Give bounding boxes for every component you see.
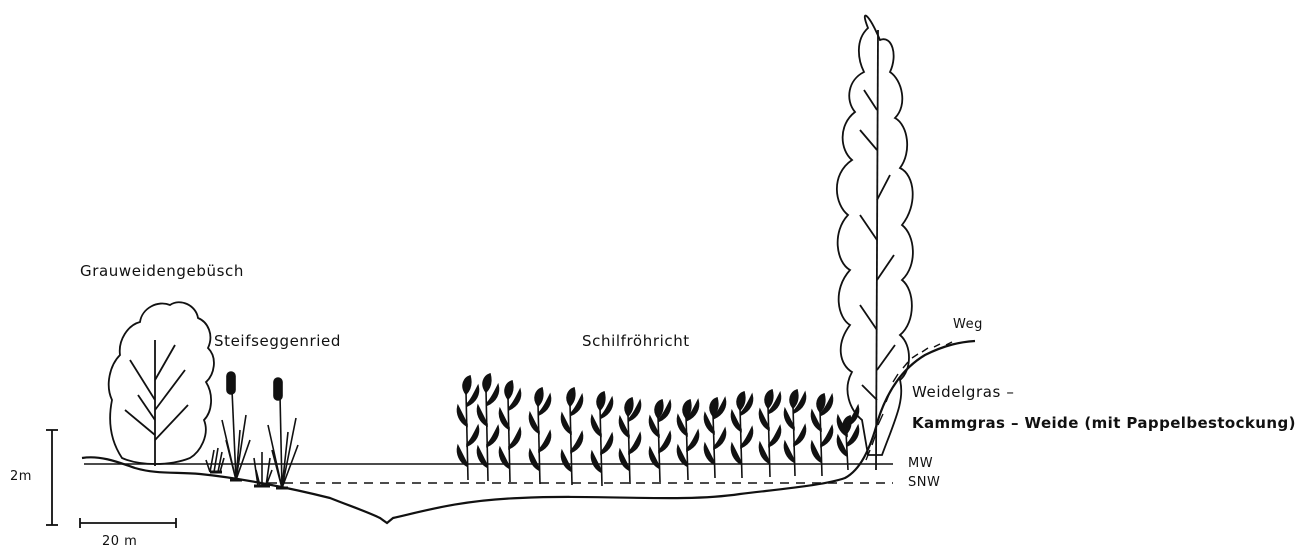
reed-plume	[483, 374, 491, 392]
reed-stem	[740, 408, 742, 478]
label-mw: MW	[908, 456, 933, 471]
reed-plume	[765, 390, 773, 408]
vertical-scale-bar	[46, 430, 58, 525]
reed-leaf	[714, 429, 726, 449]
reed-leaf	[539, 432, 551, 452]
reed-leaf	[759, 443, 769, 463]
reed-leaf	[457, 446, 467, 466]
reed-leaf	[731, 444, 741, 464]
horizontal-scale-bar	[80, 518, 176, 528]
reed-leaf	[794, 426, 806, 446]
reed-leaf	[509, 429, 521, 449]
label-schilfroehricht: Schilfröhricht	[582, 332, 690, 350]
sedge-plants	[206, 372, 298, 488]
reed-plume	[790, 390, 798, 408]
label-snw: SNW	[908, 475, 940, 490]
reed-bed	[457, 374, 858, 486]
reed-leaf	[659, 432, 671, 452]
reed-plume	[625, 398, 633, 416]
label-weide-line2: Kammgras – Weide (mit Pappelbestockung)	[912, 414, 1296, 432]
reed-leaf	[821, 426, 833, 446]
reed-plume	[463, 376, 471, 394]
label-scale-vertical: 2m	[10, 469, 32, 484]
label-steifseggenried: Steifseggenried	[214, 332, 341, 350]
reed-leaf	[529, 450, 539, 470]
reed-leaf	[741, 428, 753, 448]
reed-plume	[597, 392, 605, 410]
reed-plume	[567, 388, 575, 406]
reed-leaf	[477, 406, 487, 426]
label-grauweidengebuesch: Grauweidengebüsch	[80, 262, 244, 280]
reed-leaf	[561, 451, 571, 471]
reed-leaf	[811, 442, 821, 462]
reed-plume	[505, 381, 513, 399]
label-scale-horizontal: 20 m	[102, 534, 137, 549]
reed-stem	[538, 404, 540, 484]
reed-plume	[737, 392, 745, 410]
reed-leaf	[499, 448, 509, 468]
reed-leaf	[467, 426, 479, 446]
reed-leaf	[677, 446, 687, 466]
reed-leaf	[769, 426, 781, 446]
reed-leaf	[629, 434, 641, 454]
reed-stem	[768, 406, 770, 477]
label-weide-line1: Weidelgras –	[912, 383, 1014, 401]
label-weg: Weg	[953, 317, 983, 332]
grey-willow-shrub	[109, 302, 214, 466]
poplar-tree	[837, 16, 913, 471]
reed-stem	[600, 408, 602, 486]
reed-leaf	[457, 406, 467, 426]
reed-leaf	[571, 432, 583, 452]
reed-leaf	[704, 444, 714, 464]
reed-leaf	[619, 450, 629, 470]
reed-stem	[628, 414, 630, 484]
reed-leaf	[649, 448, 659, 468]
reed-leaf	[591, 452, 601, 472]
reed-plume	[535, 388, 543, 406]
reed-stem	[793, 406, 795, 476]
reed-leaf	[784, 442, 794, 462]
reed-leaf	[687, 431, 699, 451]
reed-leaf	[487, 426, 499, 446]
reed-leaf	[601, 434, 613, 454]
